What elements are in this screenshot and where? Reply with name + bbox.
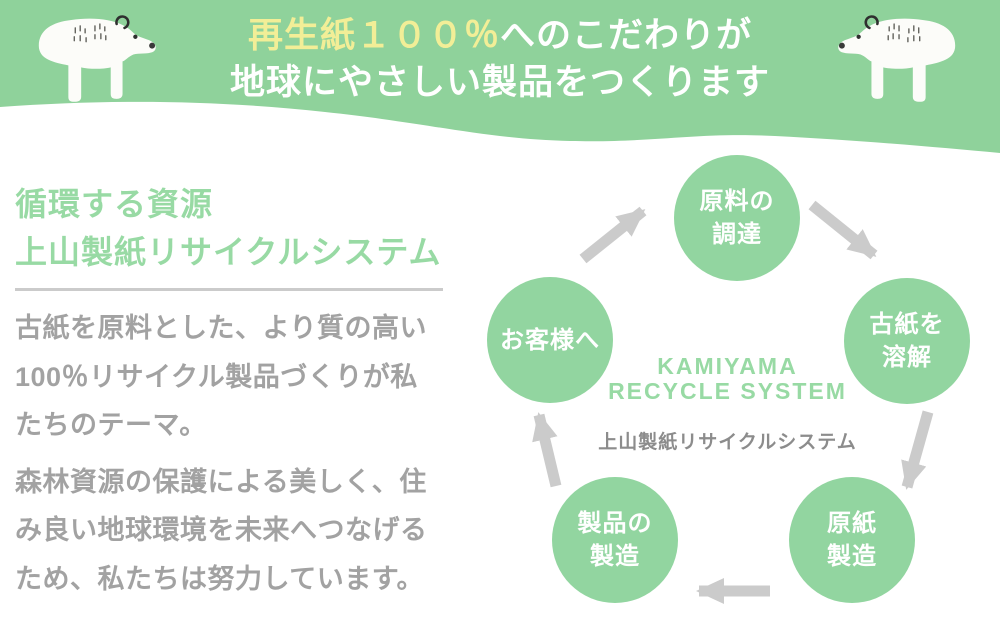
intro-body: 古紙を原料とした、より質の高い 100％リサイクル製品づくりが私 たちのテーマ。… <box>15 304 477 603</box>
arrow-customers-to-materials-icon <box>579 206 647 264</box>
intro-body-line: 古紙を原料とした、より質の高い <box>15 313 427 343</box>
brand-line2: RECYCLE SYSTEM <box>608 378 847 404</box>
diagram-step-materials-procurement: 原料の 調達 <box>674 155 800 281</box>
header-title: 再生紙１００％へのこだわりが 地球にやさしい製品をつくります <box>0 12 1000 106</box>
step-label: 原紙 <box>827 510 877 537</box>
diagram-step-base-paper-manufacturing: 原紙 製造 <box>789 477 915 603</box>
intro-body-line: み良い地球環境を未来へつなげる <box>15 515 428 545</box>
intro-body-line: ため、私たちは努力しています。 <box>15 563 424 594</box>
brand-line1: KAMIYAMA <box>657 353 798 379</box>
step-label: 製品の <box>577 510 653 537</box>
intro-heading-line2: 上山製紙リサイクルシステム <box>15 234 442 270</box>
step-label: お客様へ <box>500 326 600 354</box>
arrow-materials-to-dissolve-icon <box>808 200 878 260</box>
intro-heading-line1: 循環する資源 <box>15 186 214 222</box>
intro-body-line: 100％リサイクル製品づくりが私 <box>15 361 418 392</box>
intro-paragraph: 森林資源の保護による美しく、住 み良い地球環境を未来へつなげる ため、私たちは努… <box>15 458 477 604</box>
header-title-line2: 地球にやさしい製品をつくります <box>229 63 770 102</box>
header-wave-background <box>0 0 1000 153</box>
step-label: 製造 <box>827 543 877 570</box>
brand-subtitle: 上山製紙リサイクルシステム <box>598 432 857 453</box>
step-label: 調達 <box>712 221 762 248</box>
intro-body-line: たちのテーマ。 <box>15 410 207 440</box>
step-label: 古紙を <box>869 311 945 338</box>
intro-heading: 循環する資源 上山製紙リサイクルシステム <box>15 180 477 276</box>
diagram-step-dissolve-waste-paper: 古紙を 溶解 <box>844 278 970 404</box>
step-label: 溶解 <box>882 344 932 371</box>
diagram-center-title: KAMIYAMA RECYCLE SYSTEM 上山製紙リサイクルシステム <box>530 354 925 454</box>
diagram-step-to-customers: お客様へ <box>487 277 613 403</box>
title-line1-rest: へのこだわりが <box>500 16 753 55</box>
step-label: 製造 <box>590 543 640 570</box>
intro-section: 循環する資源 上山製紙リサイクルシステム 古紙を原料とした、より質の高い 100… <box>15 180 477 603</box>
divider-line <box>15 288 443 291</box>
title-highlight: 再生紙１００％ <box>247 16 500 55</box>
diagram-step-product-manufacturing: 製品の 製造 <box>552 477 678 603</box>
intro-body-line: 森林資源の保護による美しく、住 <box>15 466 427 497</box>
step-label: 原料の <box>699 188 775 215</box>
intro-paragraph: 古紙を原料とした、より質の高い 100％リサイクル製品づくりが私 たちのテーマ。 <box>15 304 477 450</box>
header-title-line1: 再生紙１００％へのこだわりが <box>0 12 1000 59</box>
